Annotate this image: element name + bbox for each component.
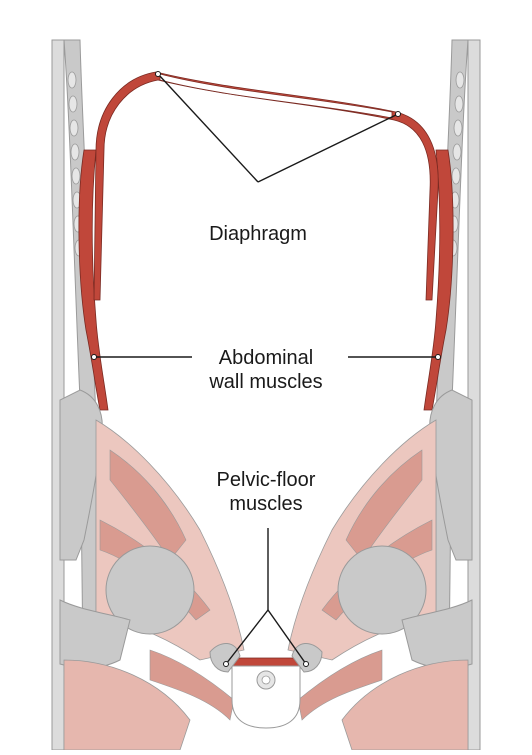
diaphragm-leader-right (257, 113, 399, 183)
diaphragm (93, 71, 439, 301)
left-femoral-head (105, 545, 195, 635)
right-abdominal-muscle (423, 149, 454, 411)
leader-lines (94, 73, 438, 665)
abdominal-wall-muscles-label: Abdominal wall muscles (209, 346, 322, 394)
right-femoral-head (337, 545, 427, 635)
pelvic-leader-left (225, 609, 269, 665)
abdominal-label-line2: wall muscles (209, 371, 323, 393)
pelvic-floor-muscles-label: Pelvic-floor muscles (217, 468, 316, 516)
pelvic-leader-right (267, 609, 307, 665)
pelvic-label-line2: muscles (229, 493, 303, 515)
diaphragm-label-text: Diaphragm (209, 223, 307, 245)
diaphragm-label: Diaphragm (209, 222, 307, 246)
leader-dots (91, 71, 441, 667)
pelvic-outlet (231, 665, 301, 729)
abdominal-label-line1: Abdominal (218, 347, 314, 369)
left-abdominal-muscle (78, 149, 109, 411)
diaphragm-leader-left (157, 73, 259, 183)
pelvic-label-line1: Pelvic-floor (216, 469, 316, 491)
